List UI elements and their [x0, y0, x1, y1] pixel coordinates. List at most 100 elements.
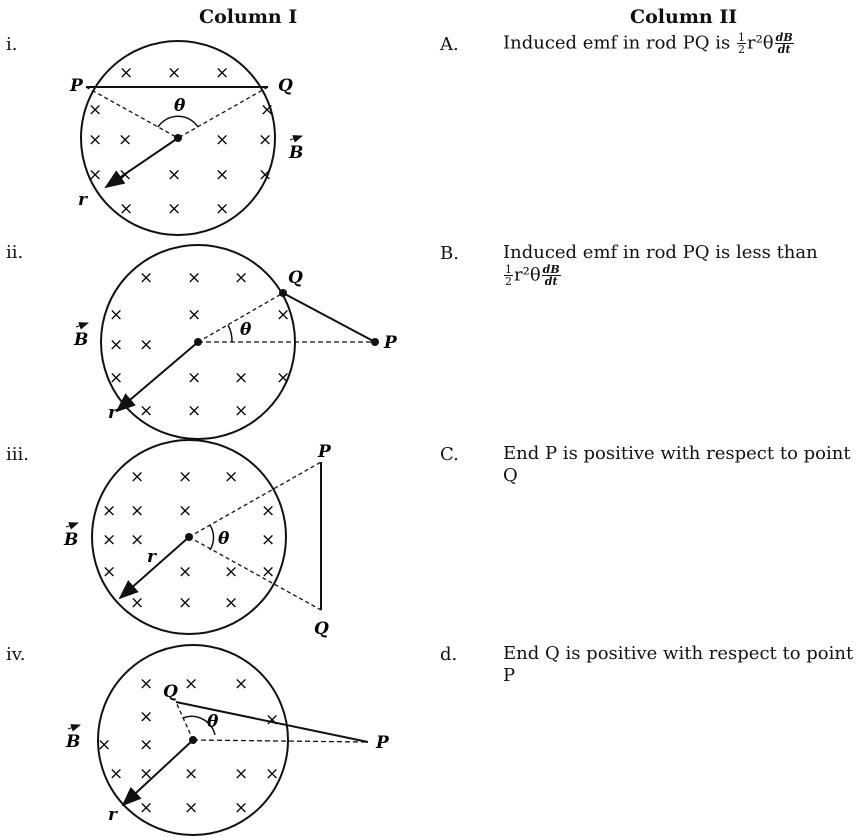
svg-text:θ: θ	[218, 529, 230, 549]
svg-text:r: r	[78, 190, 88, 210]
svg-text:×: ×	[261, 562, 275, 582]
svg-text:×: ×	[265, 764, 279, 784]
svg-text:×: ×	[97, 735, 111, 755]
svg-text:×: ×	[88, 100, 102, 120]
svg-text:×: ×	[118, 165, 132, 185]
svg-text:B: B	[73, 330, 88, 350]
svg-text:×: ×	[187, 368, 201, 388]
svg-text:×: ×	[258, 165, 272, 185]
svg-text:×: ×	[109, 335, 123, 355]
diagrams: P Q θ r B ××× ×× ×××× ××××× ××× Q P θ r …	[63, 40, 398, 836]
svg-text:×: ×	[139, 764, 153, 784]
option-letter-c: C.	[440, 444, 459, 465]
svg-text:θ: θ	[174, 96, 186, 116]
svg-text:×: ×	[130, 467, 144, 487]
svg-text:×: ×	[178, 467, 192, 487]
svg-text:×: ×	[260, 100, 274, 120]
diagram-i: P Q θ r B ××× ×× ×××× ××××× ×××	[69, 40, 303, 236]
svg-text:×: ×	[109, 764, 123, 784]
svg-text:×: ×	[261, 501, 275, 521]
radius-arrow	[121, 739, 194, 807]
cross-marks: ××× ×××× ××× ×××× ×××	[102, 467, 275, 613]
svg-text:×: ×	[178, 501, 192, 521]
field-circle	[80, 40, 276, 236]
svg-text:r: r	[147, 547, 157, 567]
svg-text:×: ×	[184, 674, 198, 694]
svg-text:×: ×	[234, 674, 248, 694]
column-2-heading: Column II	[630, 6, 738, 28]
svg-text:×: ×	[234, 268, 248, 288]
option-letter-a: A.	[440, 34, 459, 55]
svg-text:×: ×	[102, 530, 116, 550]
diagram-iii: P Q θ r B ××× ×××× ××× ×××× ×××	[63, 439, 332, 639]
svg-text:P: P	[383, 333, 398, 353]
rod-pq	[282, 292, 376, 343]
option-a-label: Induced emf in rod PQ is	[503, 32, 736, 54]
option-letter-b: B.	[440, 243, 459, 264]
svg-text:×: ×	[139, 335, 153, 355]
svg-text:×: ×	[215, 165, 229, 185]
field-circle	[97, 644, 289, 836]
option-text-d: End Q is positive with respect to point …	[503, 643, 854, 686]
row-number-iv: iv.	[6, 644, 26, 665]
svg-text:×: ×	[234, 764, 248, 784]
svg-text:×: ×	[130, 530, 144, 550]
radius-arrow	[104, 137, 179, 189]
r-squared-theta: r²θ	[514, 264, 541, 286]
svg-text:B: B	[65, 732, 80, 752]
row-number-ii: ii.	[6, 242, 24, 263]
svg-text:×: ×	[261, 530, 275, 550]
svg-text:×: ×	[118, 130, 132, 150]
svg-text:P: P	[375, 733, 390, 753]
svg-text:×: ×	[139, 735, 153, 755]
row-number-iii: iii.	[6, 444, 29, 465]
option-letter-d: d.	[440, 644, 458, 665]
svg-text:×: ×	[102, 562, 116, 582]
svg-text:×: ×	[215, 63, 229, 83]
svg-text:×: ×	[109, 305, 123, 325]
svg-text:×: ×	[119, 199, 133, 219]
rod-pq	[175, 701, 369, 743]
cross-marks: ××× ×× ×× ××××× ×××	[97, 674, 279, 818]
svg-text:θ: θ	[240, 320, 252, 340]
svg-text:P: P	[317, 442, 332, 462]
svg-text:×: ×	[88, 165, 102, 185]
svg-text:θ: θ	[207, 712, 219, 732]
row-number-i: i.	[6, 34, 18, 55]
svg-text:×: ×	[178, 593, 192, 613]
svg-text:×: ×	[265, 710, 279, 730]
svg-text:×: ×	[224, 593, 238, 613]
option-b-label: Induced emf in rod PQ is less than	[503, 242, 818, 263]
svg-text:×: ×	[234, 368, 248, 388]
svg-text:×: ×	[178, 562, 192, 582]
diagram-iv: Q P θ r B ××× ×× ×× ××××× ×××	[65, 644, 390, 836]
svg-text:×: ×	[184, 764, 198, 784]
svg-text:×: ×	[139, 707, 153, 727]
svg-text:Q: Q	[314, 619, 329, 639]
svg-text:×: ×	[109, 368, 123, 388]
svg-text:B: B	[63, 530, 78, 550]
svg-text:×: ×	[258, 130, 272, 150]
svg-text:Q: Q	[288, 268, 303, 288]
radius-arrow	[118, 536, 190, 600]
field-circle	[91, 439, 287, 635]
diagram-ii: Q P θ r B ××× ××× ×× ×××× ×××	[73, 244, 398, 440]
svg-text:×: ×	[139, 674, 153, 694]
svg-text:×: ×	[130, 593, 144, 613]
svg-text:×: ×	[167, 63, 181, 83]
svg-text:×: ×	[88, 130, 102, 150]
svg-text:×: ×	[276, 305, 290, 325]
svg-text:Q: Q	[163, 682, 178, 702]
cross-marks: ××× ×× ×××× ××××× ×××	[88, 63, 274, 219]
svg-text:P: P	[69, 76, 84, 96]
r-squared-theta: r²θ	[746, 32, 774, 54]
svg-text:×: ×	[167, 165, 181, 185]
svg-text:×: ×	[139, 268, 153, 288]
svg-text:Q: Q	[278, 76, 293, 96]
svg-text:×: ×	[234, 401, 248, 421]
svg-text:r: r	[108, 403, 118, 423]
